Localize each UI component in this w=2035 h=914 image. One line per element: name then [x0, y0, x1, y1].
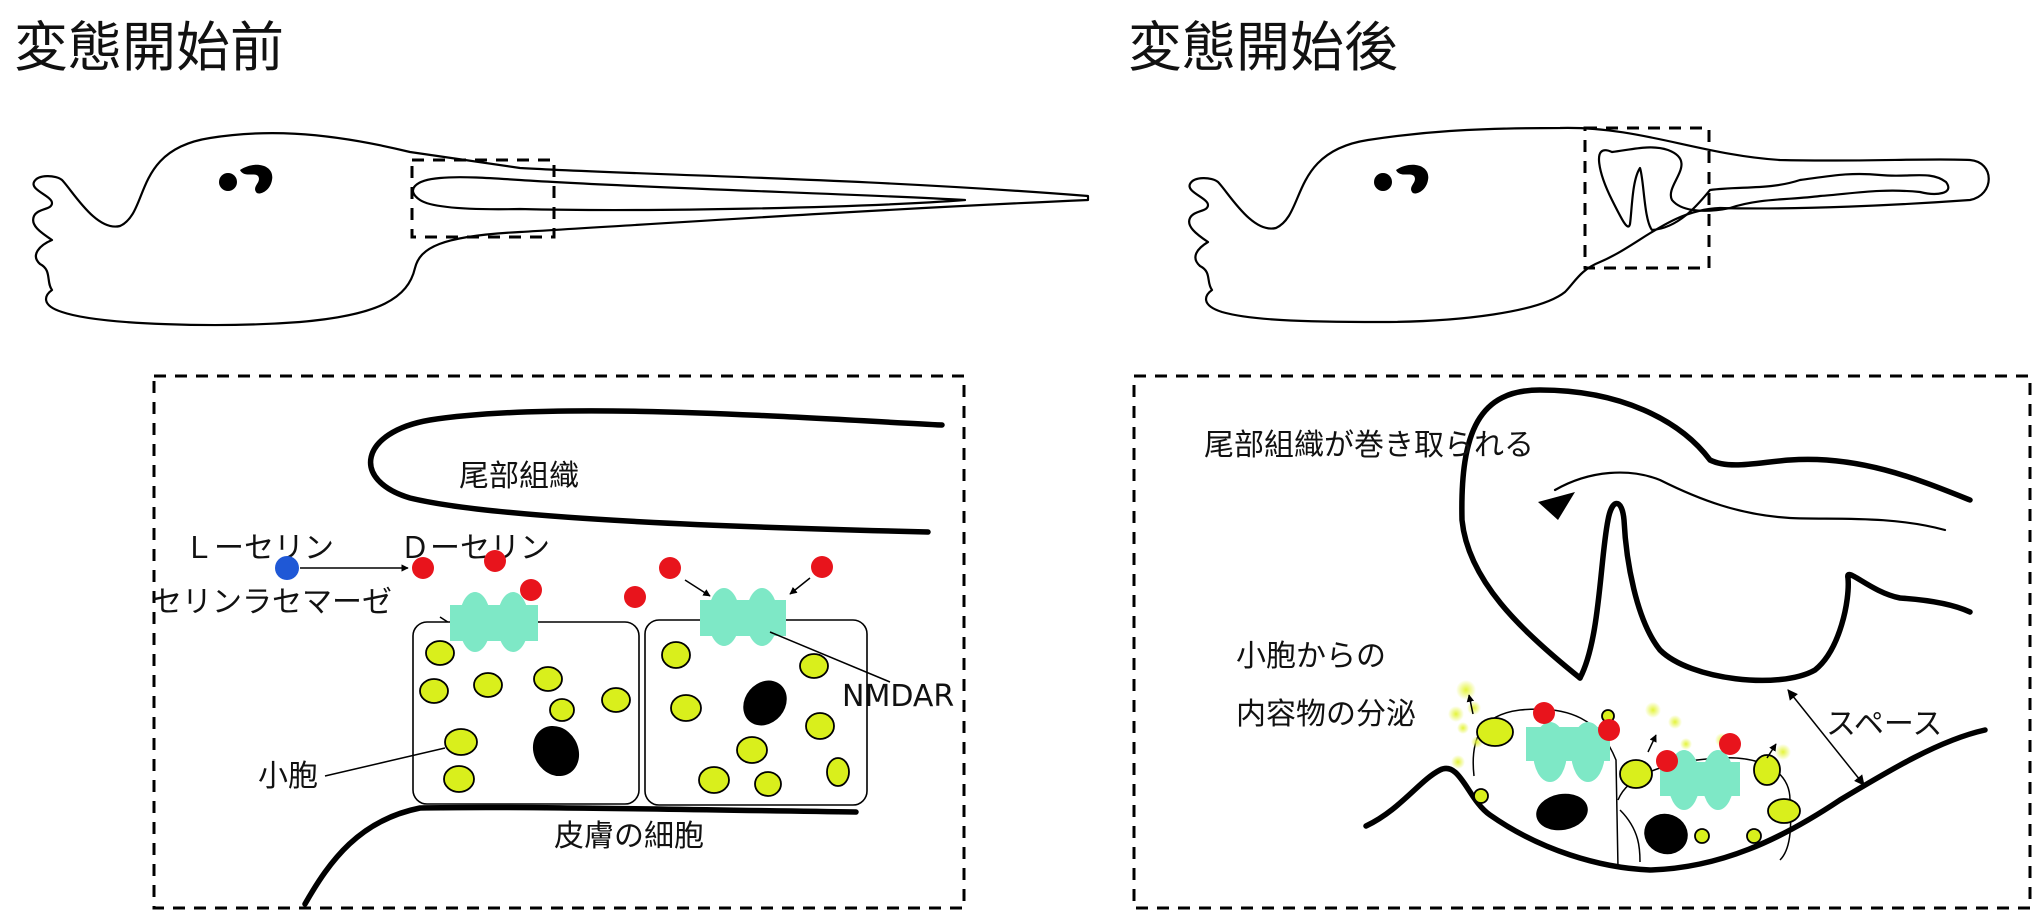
nmdar-label: NMDAR	[842, 679, 954, 714]
vesicle	[754, 771, 782, 797]
d-serine-molecule	[1656, 750, 1678, 772]
vesicle	[1473, 788, 1489, 804]
l-serine-label: Ｌーセリン	[184, 531, 334, 566]
tadpole-after-eye	[1396, 164, 1429, 194]
after-detail-box	[1132, 374, 2032, 910]
d-serine-molecule	[1533, 702, 1555, 724]
secretion-particle	[1775, 744, 1791, 760]
vesicle	[805, 712, 835, 740]
secretion-particle	[1451, 755, 1465, 769]
cell-boundary	[1619, 809, 1641, 863]
rolled-tail-inner	[1577, 500, 1973, 684]
tadpole-before-nostril	[219, 173, 237, 191]
d-serine-molecule	[520, 579, 542, 601]
before-focus-box	[410, 158, 556, 239]
secretion-arrow	[1766, 743, 1777, 759]
detail-before: 尾部組織 Ｌーセリン Ｄーセリン セリンラセマーゼ	[152, 374, 966, 910]
tail-tissue-label: 尾部組織	[459, 459, 579, 494]
vesicle	[1767, 798, 1801, 824]
nmdar-receptor	[1526, 722, 1610, 782]
tail-tissue-shape	[367, 408, 945, 535]
tadpole-before-eye	[240, 164, 273, 194]
vesicle	[661, 641, 691, 669]
nucleus	[1644, 813, 1688, 855]
vesicle	[1694, 828, 1710, 844]
vesicle	[826, 757, 850, 787]
nucleus	[743, 680, 787, 726]
vesicle	[799, 653, 829, 679]
d-serine-molecule	[484, 550, 506, 572]
vesicle	[1746, 828, 1762, 844]
skin-surface-after	[1363, 727, 1988, 873]
vesicle	[1476, 717, 1514, 747]
secretion-arrow	[1647, 734, 1657, 753]
secretion-particle	[1467, 701, 1481, 715]
vesicle	[533, 666, 563, 692]
secretion-particle	[1668, 715, 1682, 729]
secretion-label-line1: 小胞からの	[1236, 639, 1386, 674]
detail-after: 尾部組織が巻き取られる 小胞からの 内容物の分泌 スペース	[1132, 374, 2032, 910]
secretion-particle	[1448, 706, 1464, 722]
d-serine-molecule	[811, 556, 833, 578]
nucleus	[532, 725, 580, 777]
d-serine-molecule	[1719, 733, 1741, 755]
tadpole-after-nostril	[1374, 173, 1392, 191]
after-title: 変態開始後	[1128, 16, 1398, 79]
l-serine-molecule	[275, 556, 299, 580]
tadpole-after-body	[1188, 126, 1990, 324]
space-label: スペース	[1826, 707, 1942, 742]
roll-direction-arrowhead	[1538, 492, 1575, 520]
nmdar-pointer	[769, 631, 891, 683]
vesicle	[736, 736, 768, 764]
tadpole-before	[32, 132, 1090, 327]
space-arrow	[1787, 689, 1865, 786]
d-serine-molecule	[1598, 719, 1620, 741]
vesicle	[670, 694, 702, 722]
serine-racemase-label: セリンラセマーゼ	[152, 585, 392, 620]
vesicle-label: 小胞	[258, 759, 318, 794]
before-title: 変態開始前	[14, 16, 284, 79]
vesicle	[444, 728, 478, 756]
vesicle-pointer	[324, 747, 446, 777]
vesicle	[443, 765, 475, 793]
rolled-tail-thin	[1553, 471, 1947, 532]
tail-rolled-label: 尾部組織が巻き取られる	[1204, 428, 1534, 463]
d-serine-molecule	[624, 586, 646, 608]
secretion-label-line2: 内容物の分泌	[1236, 697, 1416, 732]
tadpole-before-body	[32, 132, 1090, 327]
tadpole-after-rolled-tail	[1597, 146, 1950, 232]
tadpole-after	[1188, 126, 1990, 324]
secretion-particle	[1680, 738, 1692, 750]
vesicle	[549, 698, 575, 722]
after-focus-box	[1583, 126, 1711, 270]
vesicle	[419, 678, 449, 704]
skin-surface	[302, 804, 859, 907]
before-detail-box	[152, 374, 966, 910]
d-serine-molecule	[412, 557, 434, 579]
vesicle	[698, 766, 730, 794]
skin-cell-label: 皮膚の細胞	[554, 819, 704, 854]
nucleus	[1536, 793, 1588, 831]
binding-arrow	[789, 577, 811, 595]
secretion-particle	[1456, 680, 1476, 700]
d-serine-molecule	[659, 557, 681, 579]
vesicle	[473, 672, 503, 698]
vesicle	[425, 640, 455, 666]
rolled-tail-tissue	[1459, 387, 1973, 681]
nmdar-receptor	[450, 592, 538, 652]
nmdar-receptor	[700, 588, 786, 646]
secretion-particle	[1457, 722, 1469, 734]
secretion-arrow	[1466, 694, 1475, 715]
secretion-particle	[1645, 702, 1661, 718]
vesicle	[1619, 759, 1653, 789]
binding-arrow	[684, 579, 711, 597]
tadpole-before-tail-tissue	[412, 176, 967, 212]
vesicle	[1753, 754, 1781, 786]
vesicle	[601, 687, 631, 713]
